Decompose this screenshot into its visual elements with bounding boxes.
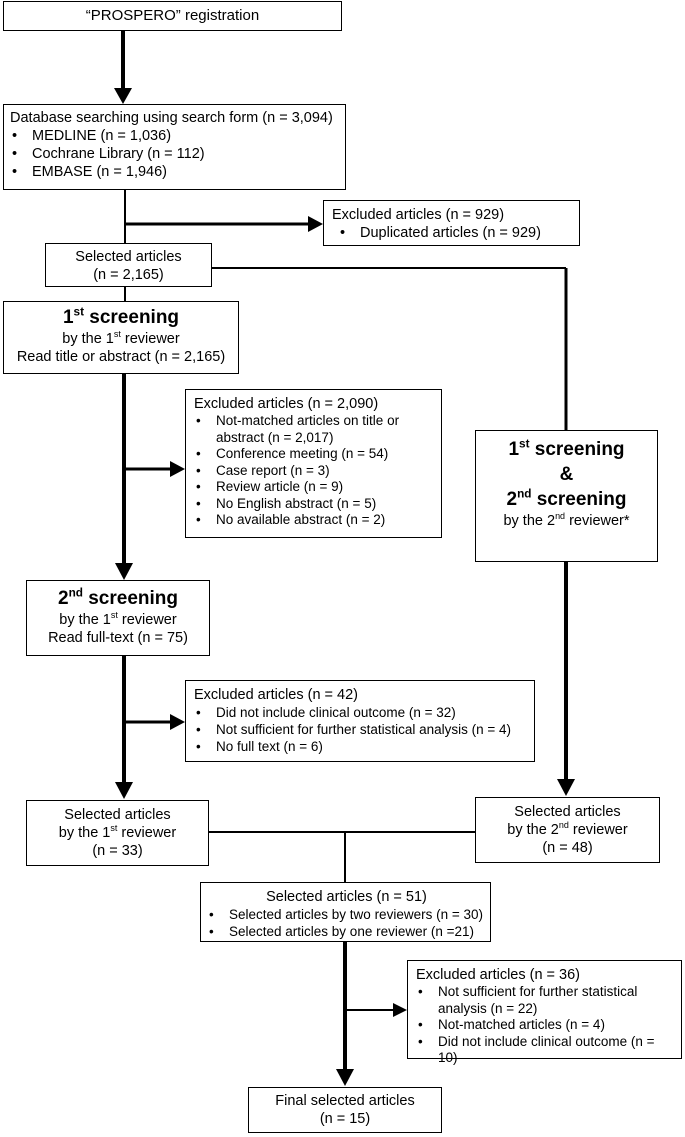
selected-combined-box: Selected articles (n = 51) Selected arti…: [200, 882, 491, 942]
selected-articles-label: Selected articles: [75, 249, 182, 265]
selected-reviewer1-label: Selected articles: [64, 807, 171, 823]
database-search-title: Database searching using search form (n …: [10, 110, 333, 126]
excluded-item: Not-matched articles (n = 4): [412, 1017, 677, 1034]
excluded-item: Not-matched articles on title or abstrac…: [190, 413, 437, 446]
selected-combined-title: Selected articles (n = 51): [266, 889, 427, 905]
excluded-screening2-list: Did not include clinical outcome (n = 32…: [190, 704, 530, 755]
selected-reviewer1-count: (n = 33): [92, 843, 143, 859]
reviewer2-ampersand: &: [559, 464, 574, 485]
excluded-item: Case report (n = 3): [190, 463, 437, 480]
excluded-item: Did not include clinical outcome (n = 10…: [412, 1034, 677, 1067]
first-screening-title: 1st screening: [62, 305, 180, 328]
registration-box: “PROSPERO” registration: [3, 1, 342, 31]
excluded-duplicates-box: Excluded articles (n = 929) Duplicated a…: [323, 200, 580, 246]
excluded-item: Review article (n = 9): [190, 479, 437, 496]
excluded-item: Not sufficient for further statistical a…: [190, 721, 530, 738]
second-screening-title: 2nd screening: [58, 586, 178, 609]
excluded-duplicates-list: Duplicated articles (n = 929): [334, 224, 579, 242]
excluded-item: No available abstract (n = 2): [190, 512, 437, 529]
excluded-item: No English abstract (n = 5): [190, 496, 437, 513]
excluded-screening1-title: Excluded articles (n = 2,090): [194, 396, 379, 412]
reviewer2-first-screening-title: 1st screening: [508, 437, 625, 460]
selected-reviewer2-label: Selected articles: [514, 804, 621, 820]
selected-articles-count: (n = 2,165): [93, 267, 164, 283]
selected-reviewer1-box: Selected articles by the 1st reviewer (n…: [26, 800, 209, 866]
first-screening-detail: Read title or abstract (n = 2,165): [16, 349, 226, 365]
database-search-box: Database searching using search form (n …: [3, 104, 346, 190]
excluded-final-box: Excluded articles (n = 36) Not sufficien…: [407, 960, 682, 1065]
excluded-item: Conference meeting (n = 54): [190, 446, 437, 463]
reviewer2-screening-box: 1st screening & 2nd screening by the 2nd…: [475, 430, 658, 562]
second-screening-detail: Read full-text (n = 75): [48, 630, 188, 646]
excluded-screening1-list: Not-matched articles on title or abstrac…: [190, 413, 437, 529]
excluded-duplicates-item: Duplicated articles (n = 929): [334, 224, 579, 242]
selected-reviewer2-box: Selected articles by the 2nd reviewer (n…: [475, 797, 660, 863]
excluded-item: Did not include clinical outcome (n = 32…: [190, 704, 530, 721]
excluded-duplicates-title: Excluded articles (n = 929): [332, 207, 505, 223]
excluded-screening1-box: Excluded articles (n = 2,090) Not-matche…: [185, 389, 442, 538]
final-selected-label: Final selected articles: [275, 1093, 415, 1109]
excluded-final-title: Excluded articles (n = 36): [416, 967, 581, 983]
selected-combined-list: Selected articles by two reviewers (n = …: [203, 906, 486, 940]
registration-label: “PROSPERO” registration: [85, 7, 260, 24]
excluded-final-list: Not sufficient for further statistical a…: [412, 984, 677, 1067]
database-item-cochrane: Cochrane Library (n = 112): [6, 145, 345, 163]
reviewer2-label: by the 2nd reviewer*: [503, 511, 630, 529]
selected-reviewer2-count: (n = 48): [542, 840, 593, 856]
selected-combined-item: Selected articles by two reviewers (n = …: [203, 906, 486, 923]
excluded-screening2-box: Excluded articles (n = 42) Did not inclu…: [185, 680, 535, 762]
database-list: MEDLINE (n = 1,036) Cochrane Library (n …: [6, 127, 345, 181]
reviewer2-second-screening-title: 2nd screening: [506, 487, 627, 510]
selected-articles-box: Selected articles (n = 2,165): [45, 243, 212, 287]
database-item-embase: EMBASE (n = 1,946): [6, 163, 345, 181]
excluded-item: Not sufficient for further statistical a…: [412, 984, 677, 1017]
selected-combined-item: Selected articles by one reviewer (n =21…: [203, 923, 486, 940]
first-screening-reviewer: by the 1st reviewer: [62, 329, 180, 347]
selected-reviewer1-by: by the 1st reviewer: [58, 823, 177, 841]
excluded-screening2-title: Excluded articles (n = 42): [194, 687, 359, 703]
selected-reviewer2-by: by the 2nd reviewer: [507, 820, 628, 838]
database-item-medline: MEDLINE (n = 1,036): [6, 127, 345, 145]
second-screening-box: 2nd screening by the 1st reviewer Read f…: [26, 580, 210, 656]
second-screening-reviewer: by the 1st reviewer: [59, 610, 177, 628]
first-screening-box: 1st screening by the 1st reviewer Read t…: [3, 301, 239, 374]
final-selected-box: Final selected articles (n = 15): [248, 1087, 442, 1133]
final-selected-count: (n = 15): [319, 1111, 371, 1127]
excluded-item: No full text (n = 6): [190, 738, 530, 755]
